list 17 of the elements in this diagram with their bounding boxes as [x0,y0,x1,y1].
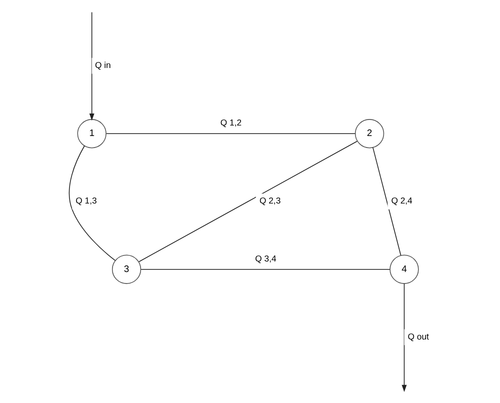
edge-label: Q in [94,60,110,70]
edge-label: Q out [407,331,428,342]
arrow [88,12,94,121]
connector [372,147,401,256]
edge-label: Q 2,3 [258,196,280,206]
connector [105,133,356,134]
node-circle: 4 [389,254,418,284]
node-circle: 3 [111,254,141,284]
connector [68,145,116,261]
node-circle: 2 [354,119,384,148]
connector [140,268,390,270]
edge-label: Q 2,4 [390,196,412,206]
edge-label: Q 3,4 [254,253,276,264]
edge-label: Q 1,3 [75,196,96,206]
node-circle: 1 [76,119,106,148]
connector [138,140,358,262]
edge-label: Q 1,2 [220,118,242,128]
